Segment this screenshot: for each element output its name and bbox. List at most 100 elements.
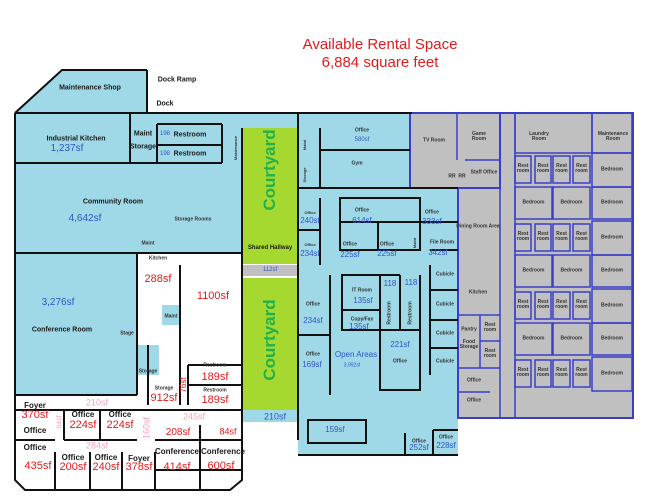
bedroom-label: Bedroom [560, 335, 583, 342]
office-333-label: Office [424, 209, 440, 216]
bedroom-label: Bedroom [522, 335, 545, 342]
bedroom [591, 356, 633, 392]
storage-912-sf: 912sf [150, 392, 178, 405]
storage-center-label: Storage [301, 167, 307, 183]
east-kitchen-label: Kitchen [468, 289, 488, 296]
dock-ramp-label: Dock Ramp [157, 76, 197, 84]
rest-room-a-label: Rest room [483, 321, 497, 333]
restroom-2-label: Restroom [203, 387, 227, 394]
office-221-label: Office [392, 358, 408, 365]
rest-room-label: Rest room [575, 366, 588, 378]
maintenance-shop-label: Maintenance Shop [59, 84, 121, 92]
food-storage-label: Food Storage [459, 338, 479, 350]
gym-label: Gym [351, 160, 363, 167]
rest-room [552, 223, 571, 252]
office-435-sf: 435sf [24, 460, 52, 473]
bedroom [552, 322, 591, 356]
bedroom-label: Bedroom [601, 335, 623, 342]
shared-hallway-label: Shared Hallway [247, 244, 293, 251]
rest-room-label: Rest room [575, 230, 588, 242]
kitchen-label: Kitchen [148, 255, 168, 262]
cubicle-1: Cubicle [435, 271, 455, 278]
rest-room [572, 291, 591, 320]
restroom-2-label: Restroom [173, 150, 207, 158]
rest-room [534, 359, 552, 388]
rest-room-label: Rest room [555, 230, 568, 242]
rest-room-label: Rest room [536, 366, 550, 378]
office-200-sf: 200sf [59, 461, 87, 474]
restroom-1-label: Restroom [173, 131, 207, 139]
office-169-label: Office [305, 351, 321, 358]
bedroom-label: Bedroom [522, 199, 545, 206]
cubicle-3: Cubicle [435, 330, 455, 337]
rest-room [572, 359, 591, 388]
storage-label: Storage [138, 368, 158, 375]
office-169-sf: 169sf [302, 359, 322, 369]
east-office-1-label: Office [466, 377, 482, 384]
courtyard-north-label: Courtyard [260, 129, 280, 211]
conference-600-sf: 600sf [207, 460, 235, 473]
rest-room-label: Rest room [555, 298, 568, 310]
bedroom-label: Bedroom [601, 370, 623, 377]
bedroom-label: Bedroom [601, 267, 623, 274]
stage-label: Stage [120, 330, 134, 337]
bedroom-label: Bedroom [601, 199, 623, 206]
courtyard-north [242, 128, 298, 264]
foyer-2-label: Foyer [128, 453, 150, 463]
rest-room [572, 223, 591, 252]
foyer-2-sf: 378sf [125, 461, 153, 474]
dock-label: Dock [156, 100, 174, 108]
rest-room [534, 291, 552, 320]
office-252-sf: 252sf [409, 442, 429, 452]
office-240-sf: 240sf [92, 461, 120, 474]
restroom-2-sf: 189sf [201, 394, 229, 407]
foyer-sf: 370sf [21, 409, 49, 422]
restroom-1-label: Restroom [203, 362, 227, 369]
maintenance-shop-area [15, 70, 147, 113]
office-580-label: Office [354, 127, 370, 134]
hall-64-sf: 64sf [56, 415, 64, 429]
office-252-label: Office [411, 438, 427, 445]
office-435-label: Office [23, 442, 47, 452]
foyer-label: Foyer [24, 400, 46, 410]
bedroom [552, 186, 591, 220]
maint-label: Maint [133, 130, 153, 138]
it-room-sf: 135sf [353, 295, 373, 305]
office-224b-label: Office [108, 409, 132, 419]
office-234a-label: Office [304, 241, 316, 247]
hallway-sf: 112sf [262, 266, 278, 273]
kitchen-sf: 288sf [144, 273, 172, 286]
shared-hallway-strip [243, 265, 297, 276]
storage-label: Storage [129, 143, 157, 151]
office-234a-sf: 234sf [300, 248, 320, 258]
rest-room [552, 155, 571, 184]
game-room-label: Game Room [471, 130, 487, 142]
hall-160-sf: 160sf [141, 416, 152, 440]
plan-subtitle: 6,884 square feet [321, 54, 439, 71]
office-580-sf: 580sf [354, 136, 370, 143]
office-614-sf: 614sf [352, 215, 372, 225]
rest-room-label: Rest room [516, 298, 530, 310]
rest-room-label: Rest room [536, 298, 550, 310]
office-240-label: Office [94, 452, 118, 462]
rr-1-label: RR [448, 173, 456, 180]
dining-room-label: Dining Room Area [456, 223, 500, 230]
rest-room-label: Rest room [516, 162, 530, 174]
rest-room-label: Rest room [536, 230, 550, 242]
bedroom-label: Bedroom [560, 199, 583, 206]
conference-room-label: Conference Room [31, 326, 93, 334]
maint-center2-label: Maint [411, 237, 417, 249]
hall-210-sf: 210sf [85, 397, 109, 408]
office-225b-label: Office [379, 241, 395, 248]
rr-2-label: RR [458, 173, 466, 180]
rest-room [572, 155, 591, 184]
office-200-label: Office [61, 452, 85, 462]
rest-room-label: Rest room [555, 366, 568, 378]
community-room-label: Community Room [82, 198, 144, 206]
storage-rooms-label: Storage Rooms [174, 216, 212, 223]
staff-office-label: Staff Office [470, 169, 498, 176]
office-240-label: Office [304, 209, 316, 215]
open-areas-label: Open Areas [334, 349, 378, 359]
